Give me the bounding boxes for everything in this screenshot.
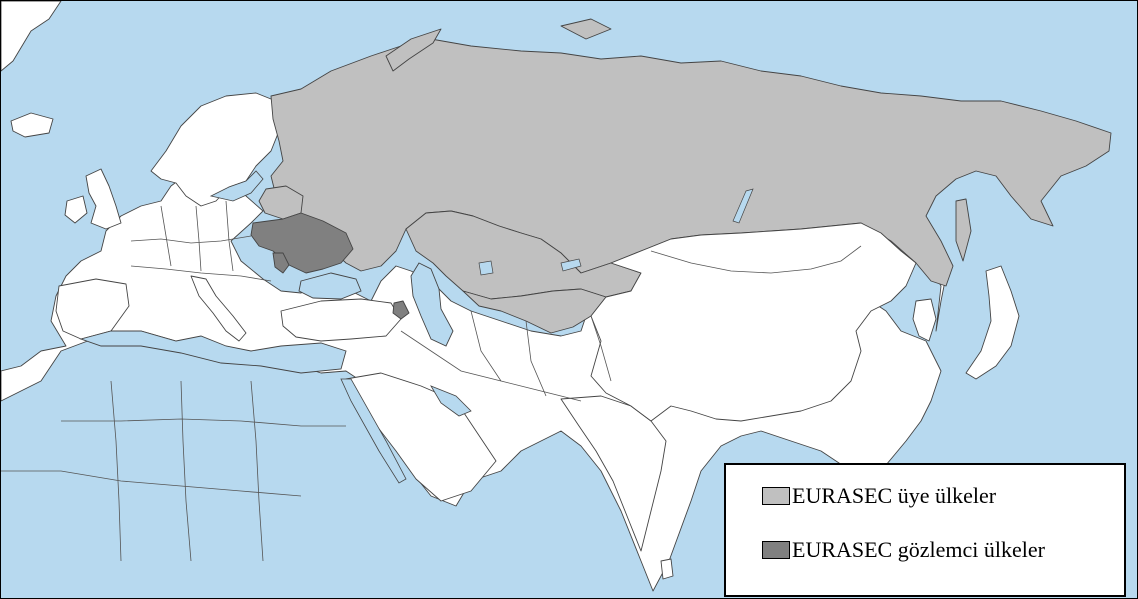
scandinavia [150,92,282,207]
member-swatch [762,487,790,505]
greenland [1,1,62,72]
observer-swatch [762,541,790,559]
korea [912,298,937,342]
sakhalin [955,198,972,262]
ireland [64,195,88,224]
baltic-sea [209,170,264,202]
russia [270,38,1112,287]
legend-item-observer: EURASEC gözlemci ülkeler [762,537,1045,563]
mongolia-border [650,245,862,274]
black-sea [298,272,362,300]
sri-lanka [660,558,674,580]
mediterranean-sea [79,330,347,374]
aral-sea [478,260,494,276]
africa-borders [1,380,346,562]
britain [85,168,122,230]
legend-item-member: EURASEC üye ülkeler [762,483,996,509]
china [590,222,917,422]
red-sea [340,378,407,484]
persian-gulf [430,385,472,417]
lake-balkhash [560,258,582,272]
asia-borders [400,310,612,402]
novaya-zemlya [385,28,442,72]
severnaya-zemlya [560,18,612,40]
italy [190,275,247,342]
lake-baikal [732,188,754,224]
turkey [280,298,402,342]
map-legend: EURASEC üye ülkeler EURASEC gözlemci ülk… [724,463,1126,597]
moldova [272,252,290,274]
legend-label-member: EURASEC üye ülkeler [792,483,997,508]
legend-label-observer: EURASEC gözlemci ülkeler [792,537,1045,562]
europe-borders [130,200,272,282]
ukraine [250,212,354,274]
caspian-sea [410,262,454,347]
iceland [10,112,54,138]
armenia [392,300,410,320]
japan [965,265,1020,380]
